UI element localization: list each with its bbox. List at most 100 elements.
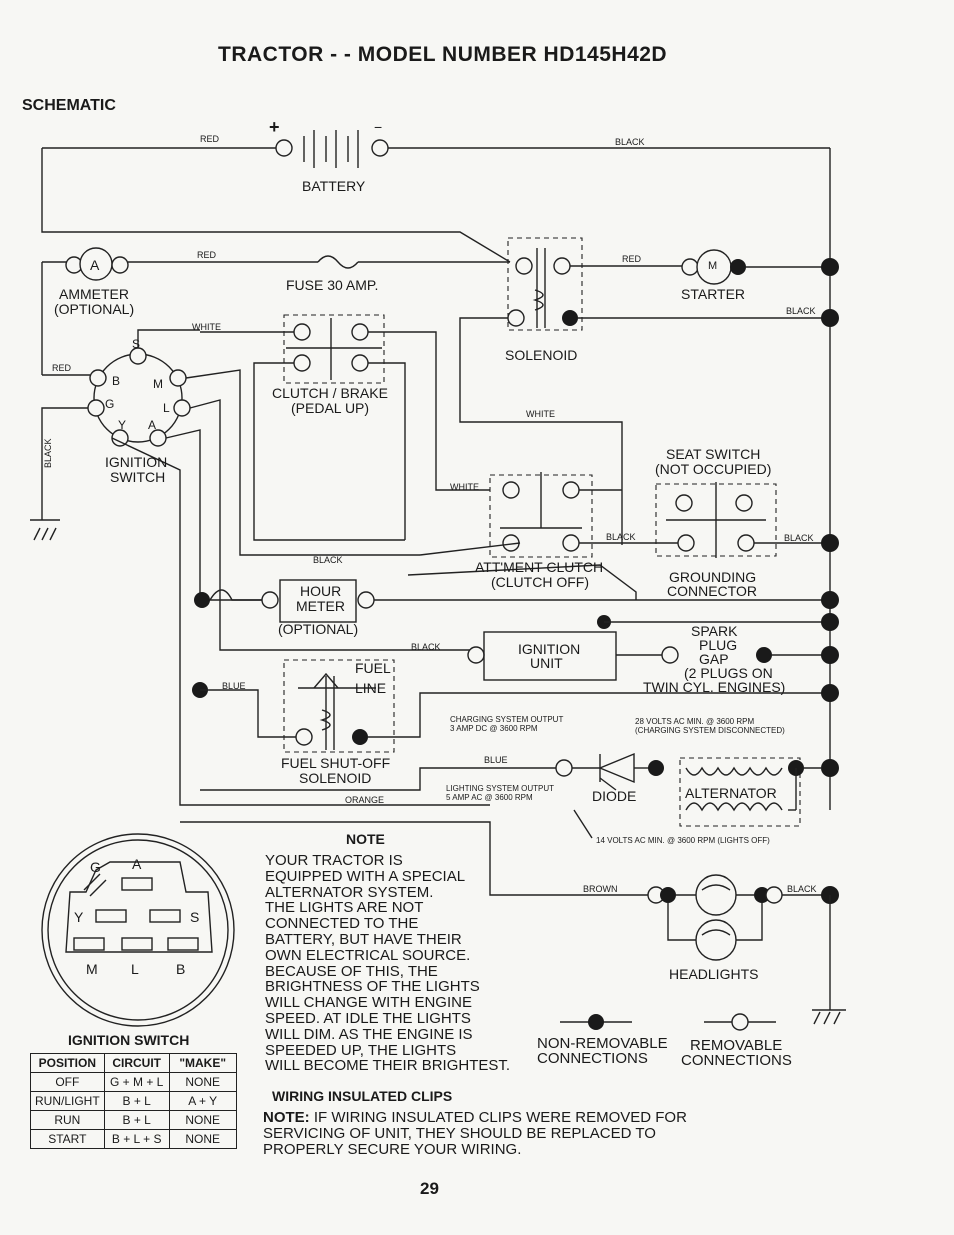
clutch-brake-sublabel: (PEDAL UP): [291, 400, 370, 416]
switch-terminal-y: Y: [118, 418, 127, 432]
table-cell: NONE: [168, 1072, 237, 1092]
wire-label-black: BLACK: [43, 438, 53, 468]
wire-label-black: BLACK: [786, 306, 816, 316]
ignition-switch-table: POSITION CIRCUIT "MAKE" OFF G + M + L NO…: [30, 1053, 237, 1149]
ignition-plug-diagram: [41, 833, 235, 1027]
table-cell: NONE: [168, 1129, 237, 1149]
note-heading: NOTE: [346, 831, 385, 847]
wire-label-red: RED: [622, 254, 642, 264]
clips-note-label: NOTE:: [263, 1109, 310, 1126]
wire-label-red: RED: [52, 363, 72, 373]
hour-meter-optional: (OPTIONAL): [278, 621, 359, 637]
wire-label-white: WHITE: [450, 482, 479, 492]
table-row: RUN/LIGHT B + L A + Y: [30, 1091, 237, 1111]
fuse-label: FUSE 30 AMP.: [286, 277, 379, 293]
diode-label: DIODE: [592, 788, 637, 804]
note-line: BECAUSE OF THIS, THE: [265, 962, 438, 980]
starter-label: STARTER: [681, 286, 746, 302]
wire-label-red: RED: [200, 134, 220, 144]
starter-symbol: [681, 249, 839, 285]
attachment-clutch-label: ATT'MENT CLUTCH: [475, 559, 604, 575]
headlights-symbol: [647, 874, 783, 961]
wire-label-blue: BLUE: [222, 681, 246, 691]
battery-plus-sign: +: [269, 117, 280, 137]
wire-label-brown: BROWN: [583, 884, 618, 894]
lighting-output-spec-2: 5 AMP AC @ 3600 RPM: [446, 793, 533, 802]
wire-label-black: BLACK: [784, 533, 814, 543]
switch-terminal-m: M: [153, 377, 163, 391]
ignition-switch-symbol: [87, 347, 191, 447]
attachment-clutch-sublabel: (CLUTCH OFF): [491, 574, 589, 590]
switch-terminal-g: G: [105, 397, 115, 411]
lighting-output-spec: LIGHTING SYSTEM OUTPUT: [446, 784, 555, 793]
wire-label-white: WHITE: [192, 322, 221, 332]
table-cell: NONE: [168, 1110, 237, 1130]
column-header: CIRCUIT: [103, 1053, 170, 1073]
wire-label-red: RED: [197, 250, 217, 260]
wire-label-white: WHITE: [526, 409, 555, 419]
headlights-label: HEADLIGHTS: [669, 966, 759, 982]
table-cell: OFF: [30, 1072, 105, 1092]
ammeter-letter: A: [90, 257, 100, 273]
clips-note-line: SERVICING OF UNIT, THEY SHOULD BE REPLAC…: [263, 1125, 656, 1142]
fuel-solenoid-label: FUEL SHUT-OFF: [281, 755, 391, 771]
wire-label-black: BLACK: [411, 642, 441, 652]
spark-plug-note-2: TWIN CYL. ENGINES): [643, 679, 786, 695]
table-cell: START: [30, 1129, 105, 1149]
note-line: OWN ELECTRICAL SOURCE.: [265, 946, 471, 964]
plug-terminal-l: L: [131, 961, 139, 977]
plug-terminal-g: G: [90, 859, 101, 875]
legend-non-removable-2: CONNECTIONS: [537, 1050, 648, 1067]
note-line: CONNECTED TO THE: [265, 915, 419, 933]
removable-legend-symbol: [704, 1013, 776, 1031]
clips-note-line: NOTE: IF WIRING INSULATED CLIPS WERE REM…: [263, 1110, 687, 1126]
spark-plug-label-2: PLUG: [699, 637, 738, 653]
note-line: ALTERNATOR SYSTEM.: [265, 883, 434, 901]
fuse-symbol: [317, 255, 359, 269]
grounding-sublabel: CONNECTOR: [667, 583, 757, 599]
table-cell: G + M + L: [103, 1072, 170, 1092]
note-line: SPEED. AT IDLE THE LIGHTS: [265, 1009, 471, 1027]
plug-terminal-s: S: [190, 909, 200, 925]
table-row: START B + L + S NONE: [30, 1129, 237, 1149]
solenoid-label: SOLENOID: [505, 347, 578, 363]
switch-terminal-b: B: [112, 374, 121, 388]
volts-14-spec: 14 VOLTS AC MIN. @ 3600 RPM (LIGHTS OFF): [596, 836, 770, 845]
charging-output-spec-2: 3 AMP DC @ 3600 RPM: [450, 724, 538, 733]
battery-symbol: [42, 130, 830, 168]
table-cell: RUN: [30, 1110, 105, 1130]
table-header-row: POSITION CIRCUIT "MAKE": [30, 1053, 237, 1073]
table-cell: RUN/LIGHT: [30, 1091, 105, 1111]
ammeter-label: AMMETER: [59, 286, 129, 302]
wire-label-black: BLACK: [313, 555, 343, 565]
grounding-label: GROUNDING: [669, 569, 757, 585]
wire-label-orange: ORANGE: [345, 795, 385, 805]
note-line: WILL DIM. AS THE ENGINE IS: [265, 1025, 473, 1043]
fuel-line-label: FUEL: [355, 660, 391, 676]
clips-heading: WIRING INSULATED CLIPS: [272, 1088, 453, 1104]
fuel-solenoid-sublabel: SOLENOID: [299, 770, 372, 786]
starter-letter: M: [708, 260, 718, 272]
volts-28-spec-2: (CHARGING SYSTEM DISCONNECTED): [635, 726, 785, 735]
ignition-unit-sublabel: UNIT: [530, 655, 563, 671]
legend-removable-2: CONNECTIONS: [681, 1052, 792, 1069]
seat-switch-symbol: [655, 482, 777, 558]
non-removable-legend-symbol: [560, 1014, 632, 1030]
wire-label-black: BLACK: [787, 884, 817, 894]
ammeter-optional: (OPTIONAL): [54, 301, 135, 317]
charging-output-spec: CHARGING SYSTEM OUTPUT: [450, 715, 564, 724]
note-body: YOUR TRACTOR IS EQUIPPED WITH A SPECIAL …: [265, 853, 510, 1074]
clutch-brake-switch: [283, 314, 385, 384]
ignition-switch-label: IGNITION: [105, 454, 168, 470]
battery-minus-sign: −: [374, 119, 383, 135]
seat-switch-sublabel: (NOT OCCUPIED): [655, 461, 772, 477]
plug-terminal-m: M: [86, 961, 98, 977]
ignition-table-heading: IGNITION SWITCH: [68, 1032, 190, 1048]
column-header: POSITION: [30, 1053, 105, 1073]
note-line: BRIGHTNESS OF THE LIGHTS: [265, 978, 480, 996]
clutch-brake-label: CLUTCH / BRAKE: [272, 385, 388, 401]
ammeter-symbol: [41, 247, 318, 376]
spark-plug-note: (2 PLUGS ON: [684, 665, 773, 681]
ignition-unit-label: IGNITION: [518, 641, 581, 657]
